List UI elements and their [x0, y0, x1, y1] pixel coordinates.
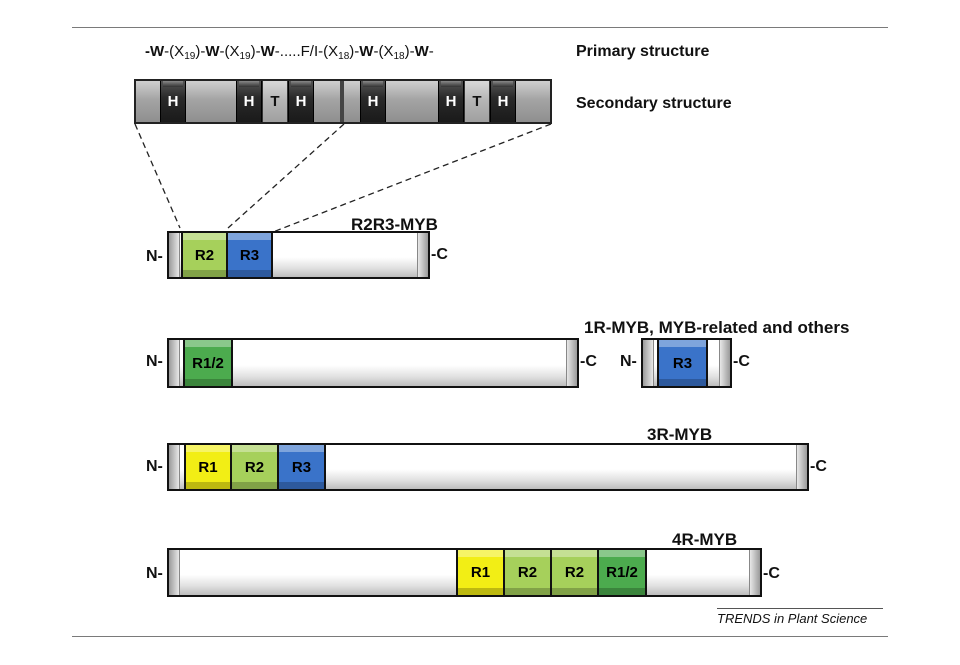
three-r-myb-label: 3R-MYB — [647, 425, 713, 444]
secondary-structure-label: Secondary structure — [576, 95, 732, 112]
zoom-line-middle — [227, 123, 345, 229]
r3-protein: R3 — [641, 338, 732, 388]
turn-segment: T — [262, 81, 288, 122]
coil-segment — [344, 81, 360, 122]
n-terminus-label: N- — [146, 353, 163, 370]
repeat-r2: R2 — [503, 550, 552, 595]
protein-c-cap — [417, 233, 428, 277]
four-r-myb-protein: R1 R2 R2 R1/2 — [167, 548, 762, 597]
protein-c-cap — [749, 550, 760, 595]
c-terminus-label: -C — [733, 353, 750, 370]
coil-segment — [186, 81, 236, 122]
repeat-r3: R3 — [657, 340, 708, 386]
three-r-myb-protein: R1 R2 R3 — [167, 443, 809, 491]
protein-n-cap — [169, 550, 180, 595]
n-terminus-label: N- — [620, 353, 637, 370]
r2r3-myb-protein: R2 R3 — [167, 231, 430, 279]
repeat-r2: R2 — [550, 550, 599, 595]
r12-protein: R1/2 — [167, 338, 579, 388]
protein-n-cap — [169, 233, 180, 277]
repeat-r1-2: R1/2 — [183, 340, 233, 386]
turn-segment: T — [464, 81, 490, 122]
credit-overline — [717, 608, 883, 609]
helix-segment: H — [236, 81, 262, 122]
protein-n-cap — [643, 340, 654, 386]
repeat-r1-2: R1/2 — [597, 550, 647, 595]
c-terminus-label: -C — [580, 353, 597, 370]
credit-text: TRENDS in Plant Science — [717, 611, 868, 626]
helix-segment: H — [360, 81, 386, 122]
protein-c-cap — [796, 445, 807, 489]
repeat-r1: R1 — [184, 445, 232, 489]
coil-segment — [136, 81, 160, 122]
one-r-myb-label: 1R-MYB, MYB-related and others — [584, 318, 850, 337]
c-terminus-label: -C — [763, 565, 780, 582]
primary-sequence: -W-(X19)-W-(X19)-W-.....F/I-(X18)-W-(X18… — [145, 43, 434, 62]
protein-c-cap — [566, 340, 577, 386]
c-terminus-label: -C — [810, 458, 827, 475]
coil-segment — [516, 81, 550, 122]
repeat-separator — [340, 81, 344, 122]
helix-segment: H — [288, 81, 314, 122]
helix-segment: H — [438, 81, 464, 122]
zoom-line-left — [134, 123, 181, 229]
helix-segment: H — [490, 81, 516, 122]
top-rule — [72, 27, 888, 28]
coil-segment — [386, 81, 438, 122]
protein-n-cap — [169, 445, 180, 489]
coil-segment — [314, 81, 340, 122]
n-terminus-label: N- — [146, 248, 163, 265]
n-terminus-label: N- — [146, 458, 163, 475]
repeat-r2: R2 — [230, 445, 279, 489]
secondary-structure-bar: H H T H H H T H — [134, 79, 552, 124]
repeat-r3: R3 — [226, 233, 273, 277]
protein-n-cap — [169, 340, 180, 386]
repeat-r2: R2 — [181, 233, 228, 277]
r2r3-myb-label: R2R3-MYB — [351, 215, 438, 234]
repeat-r1: R1 — [456, 550, 505, 595]
bottom-rule — [72, 636, 888, 637]
four-r-myb-label: 4R-MYB — [672, 530, 738, 549]
repeat-r3: R3 — [277, 445, 326, 489]
protein-c-cap — [719, 340, 730, 386]
helix-segment: H — [160, 81, 186, 122]
primary-structure-label: Primary structure — [576, 43, 710, 60]
n-terminus-label: N- — [146, 565, 163, 582]
c-terminus-label: -C — [431, 246, 448, 263]
